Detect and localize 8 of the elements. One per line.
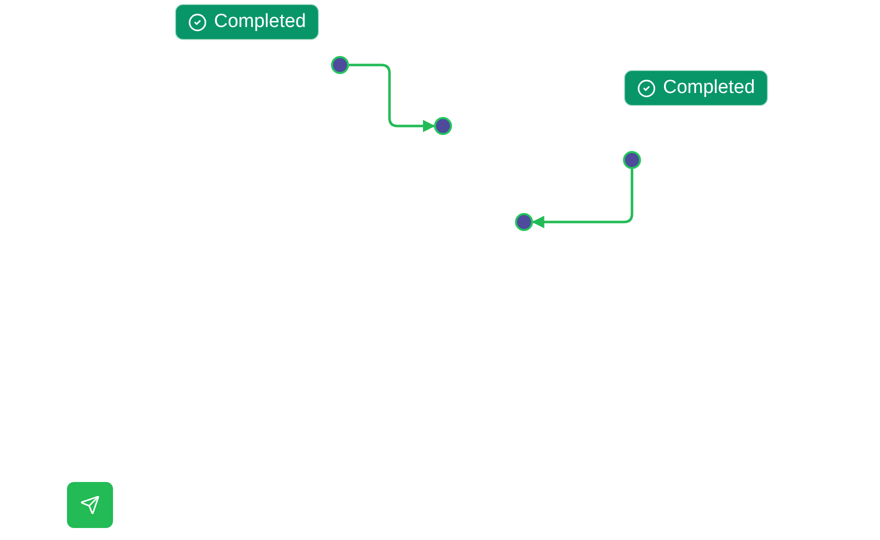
connection-dot [331,56,349,74]
status-badge: Completed [175,4,319,40]
arrow [532,169,634,228]
connection-dot [434,117,452,135]
arrow [349,64,436,132]
connection-dot [623,151,641,169]
status-badge: Completed [624,70,768,106]
connection-dot [515,213,533,231]
